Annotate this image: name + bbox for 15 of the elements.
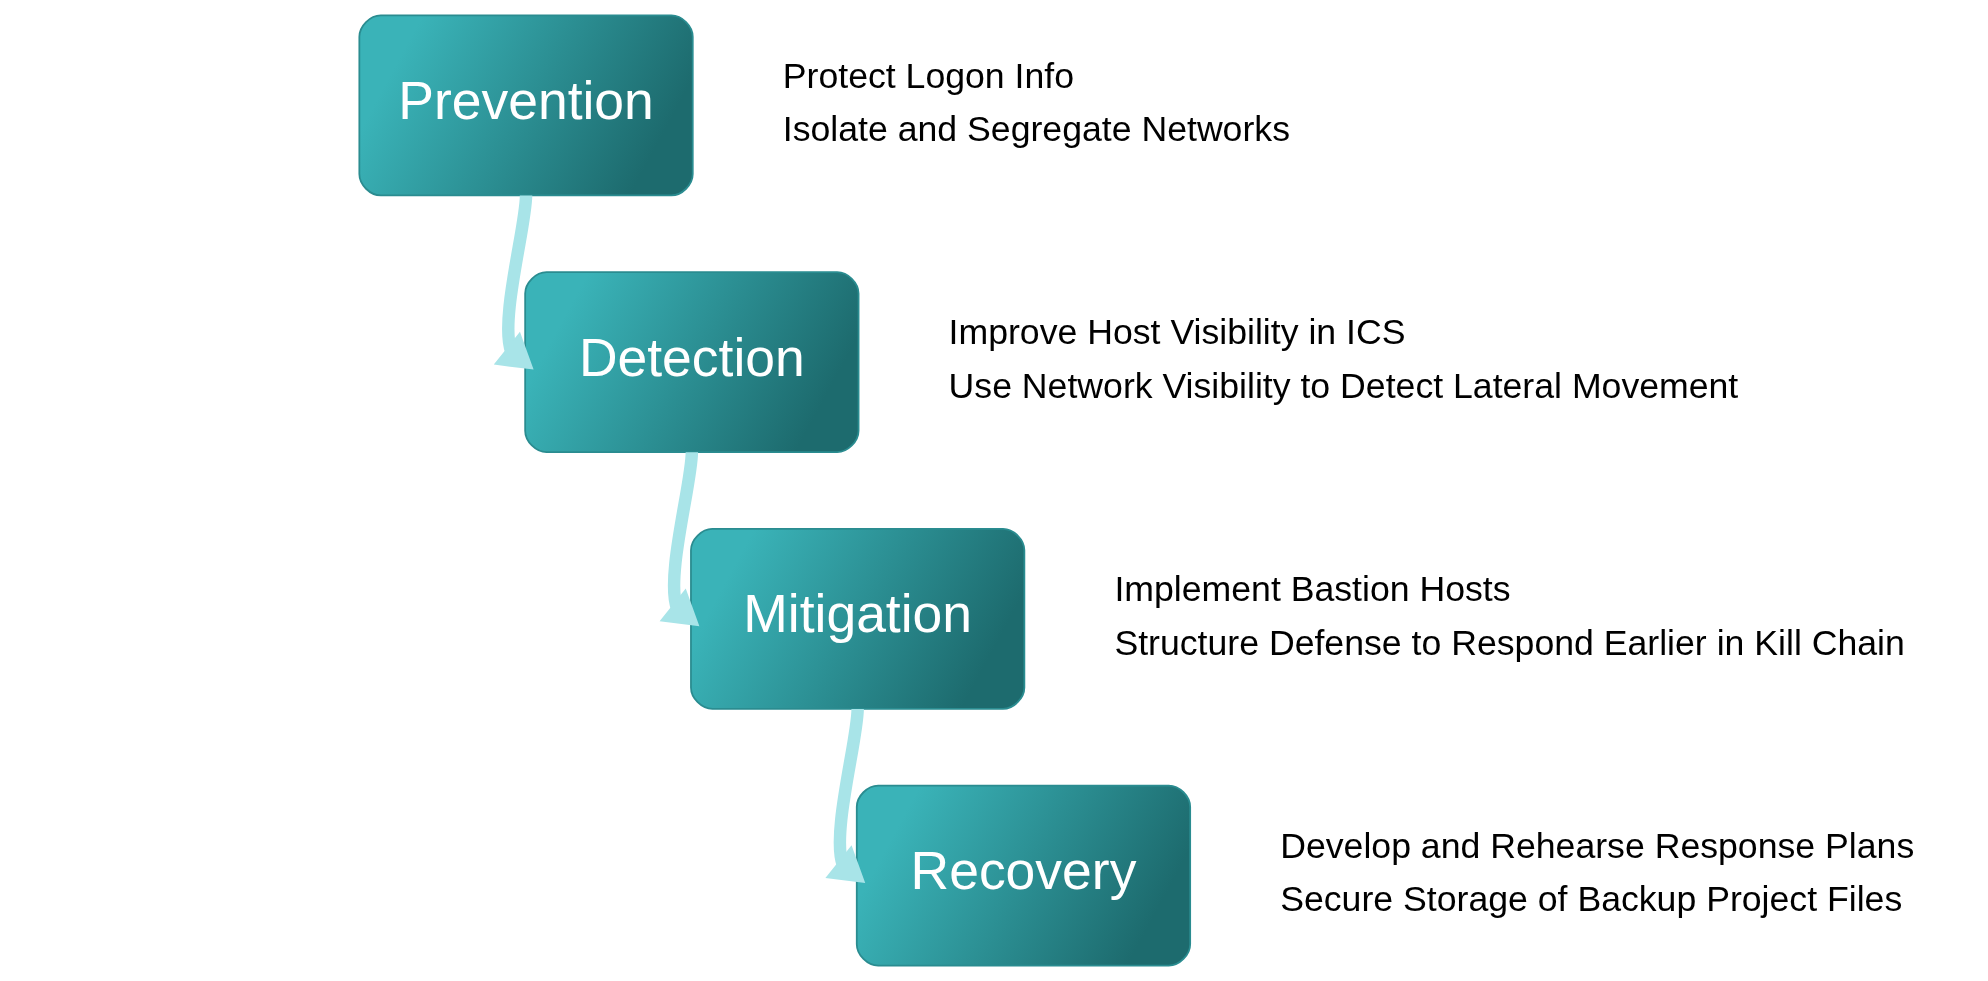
arrow xyxy=(493,195,534,370)
node-label: Use Network Visibility to Detect Lateral Movement xyxy=(948,365,1738,406)
arrow xyxy=(659,451,699,627)
node-label: Secure Storage of Backup Project Files xyxy=(1279,879,1902,920)
node-box: Mitigation xyxy=(689,527,1025,710)
node-label: Implement Bastion Hosts xyxy=(1113,569,1511,610)
node-label: Protect Logon Info xyxy=(782,55,1074,96)
node-label: Structure Defense to Respond Earlier in Kill Chain xyxy=(1113,622,1905,663)
node-label: Develop and Rehearse Response Plans xyxy=(1279,825,1914,866)
arrow xyxy=(824,708,865,884)
node-box: Recovery xyxy=(855,784,1191,967)
node-label: Improve Host Visibility in ICS xyxy=(948,312,1405,353)
node-box: Prevention xyxy=(357,14,694,197)
node-label: Isolate and Segregate Networks xyxy=(782,109,1290,150)
node-box: Detection xyxy=(523,271,859,454)
